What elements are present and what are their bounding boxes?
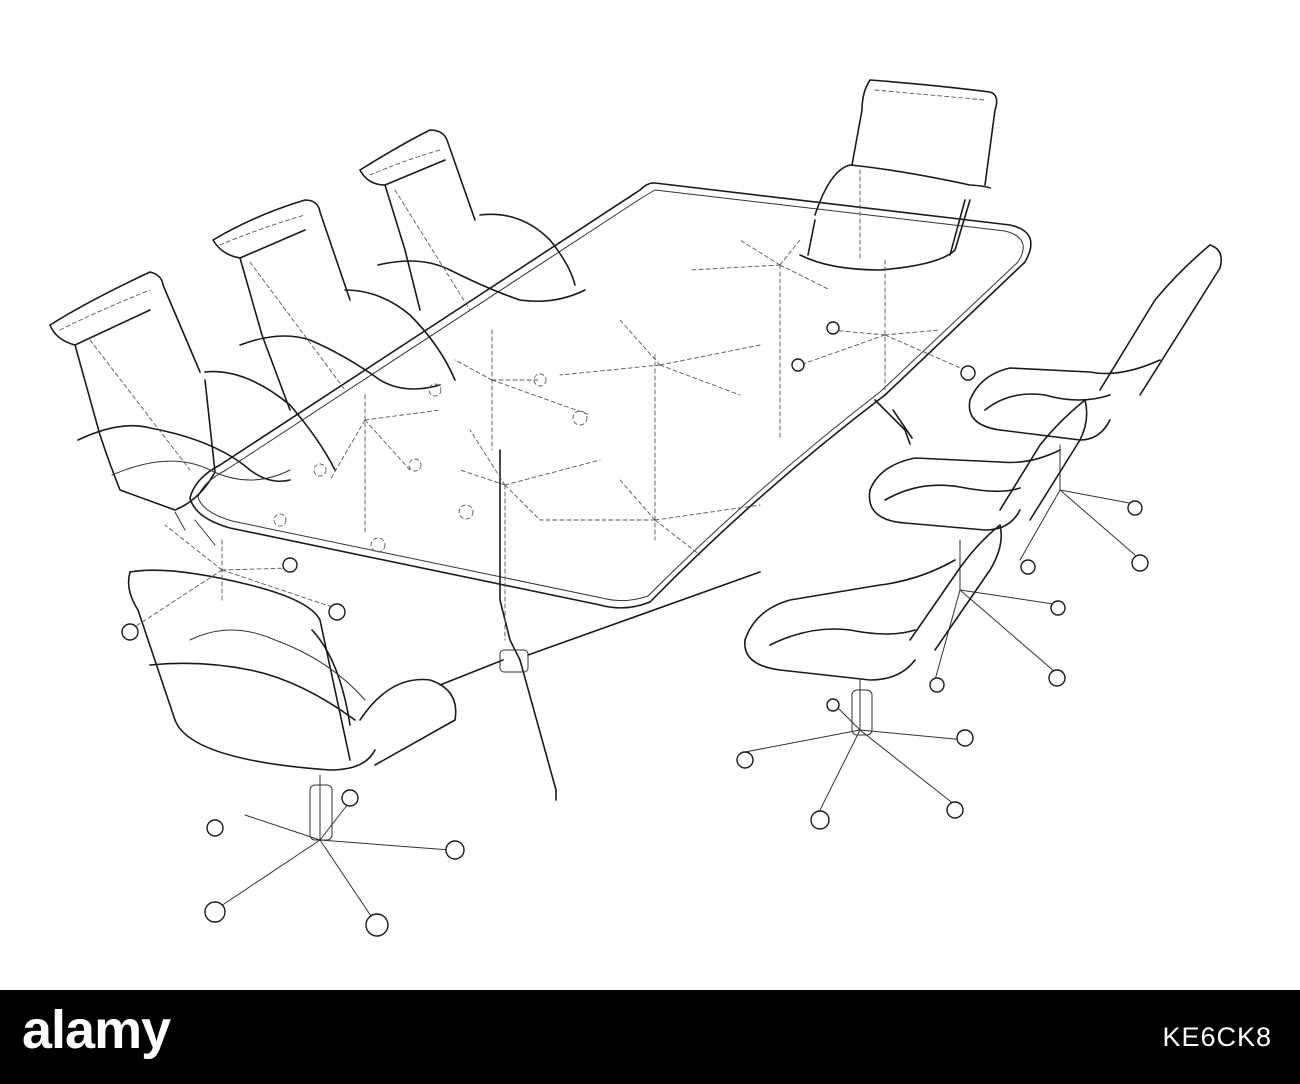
chair-right-1: [968, 244, 1223, 575]
wireframe-drawing: [49, 79, 1223, 937]
image-id-label: KE6CK8: [1162, 1022, 1272, 1052]
chair-front: [121, 524, 465, 937]
chair-back-left-2: [212, 199, 456, 536]
back-casters: [273, 373, 588, 553]
alamy-logo[interactable]: alamy: [22, 1000, 171, 1060]
chair-right-2: [868, 399, 1088, 693]
chair-back-left-3: [359, 129, 591, 451]
conference-table: [189, 182, 1032, 801]
chair-back-right: [791, 79, 998, 391]
chair-right-3: [736, 524, 1003, 830]
chair-back-left-1: [49, 271, 336, 546]
footer-bar: alamy KE6CK8: [0, 990, 1300, 1084]
table-top: [189, 182, 1032, 609]
brand-name: alamy: [22, 1000, 171, 1060]
table-leg-front: [439, 449, 761, 791]
